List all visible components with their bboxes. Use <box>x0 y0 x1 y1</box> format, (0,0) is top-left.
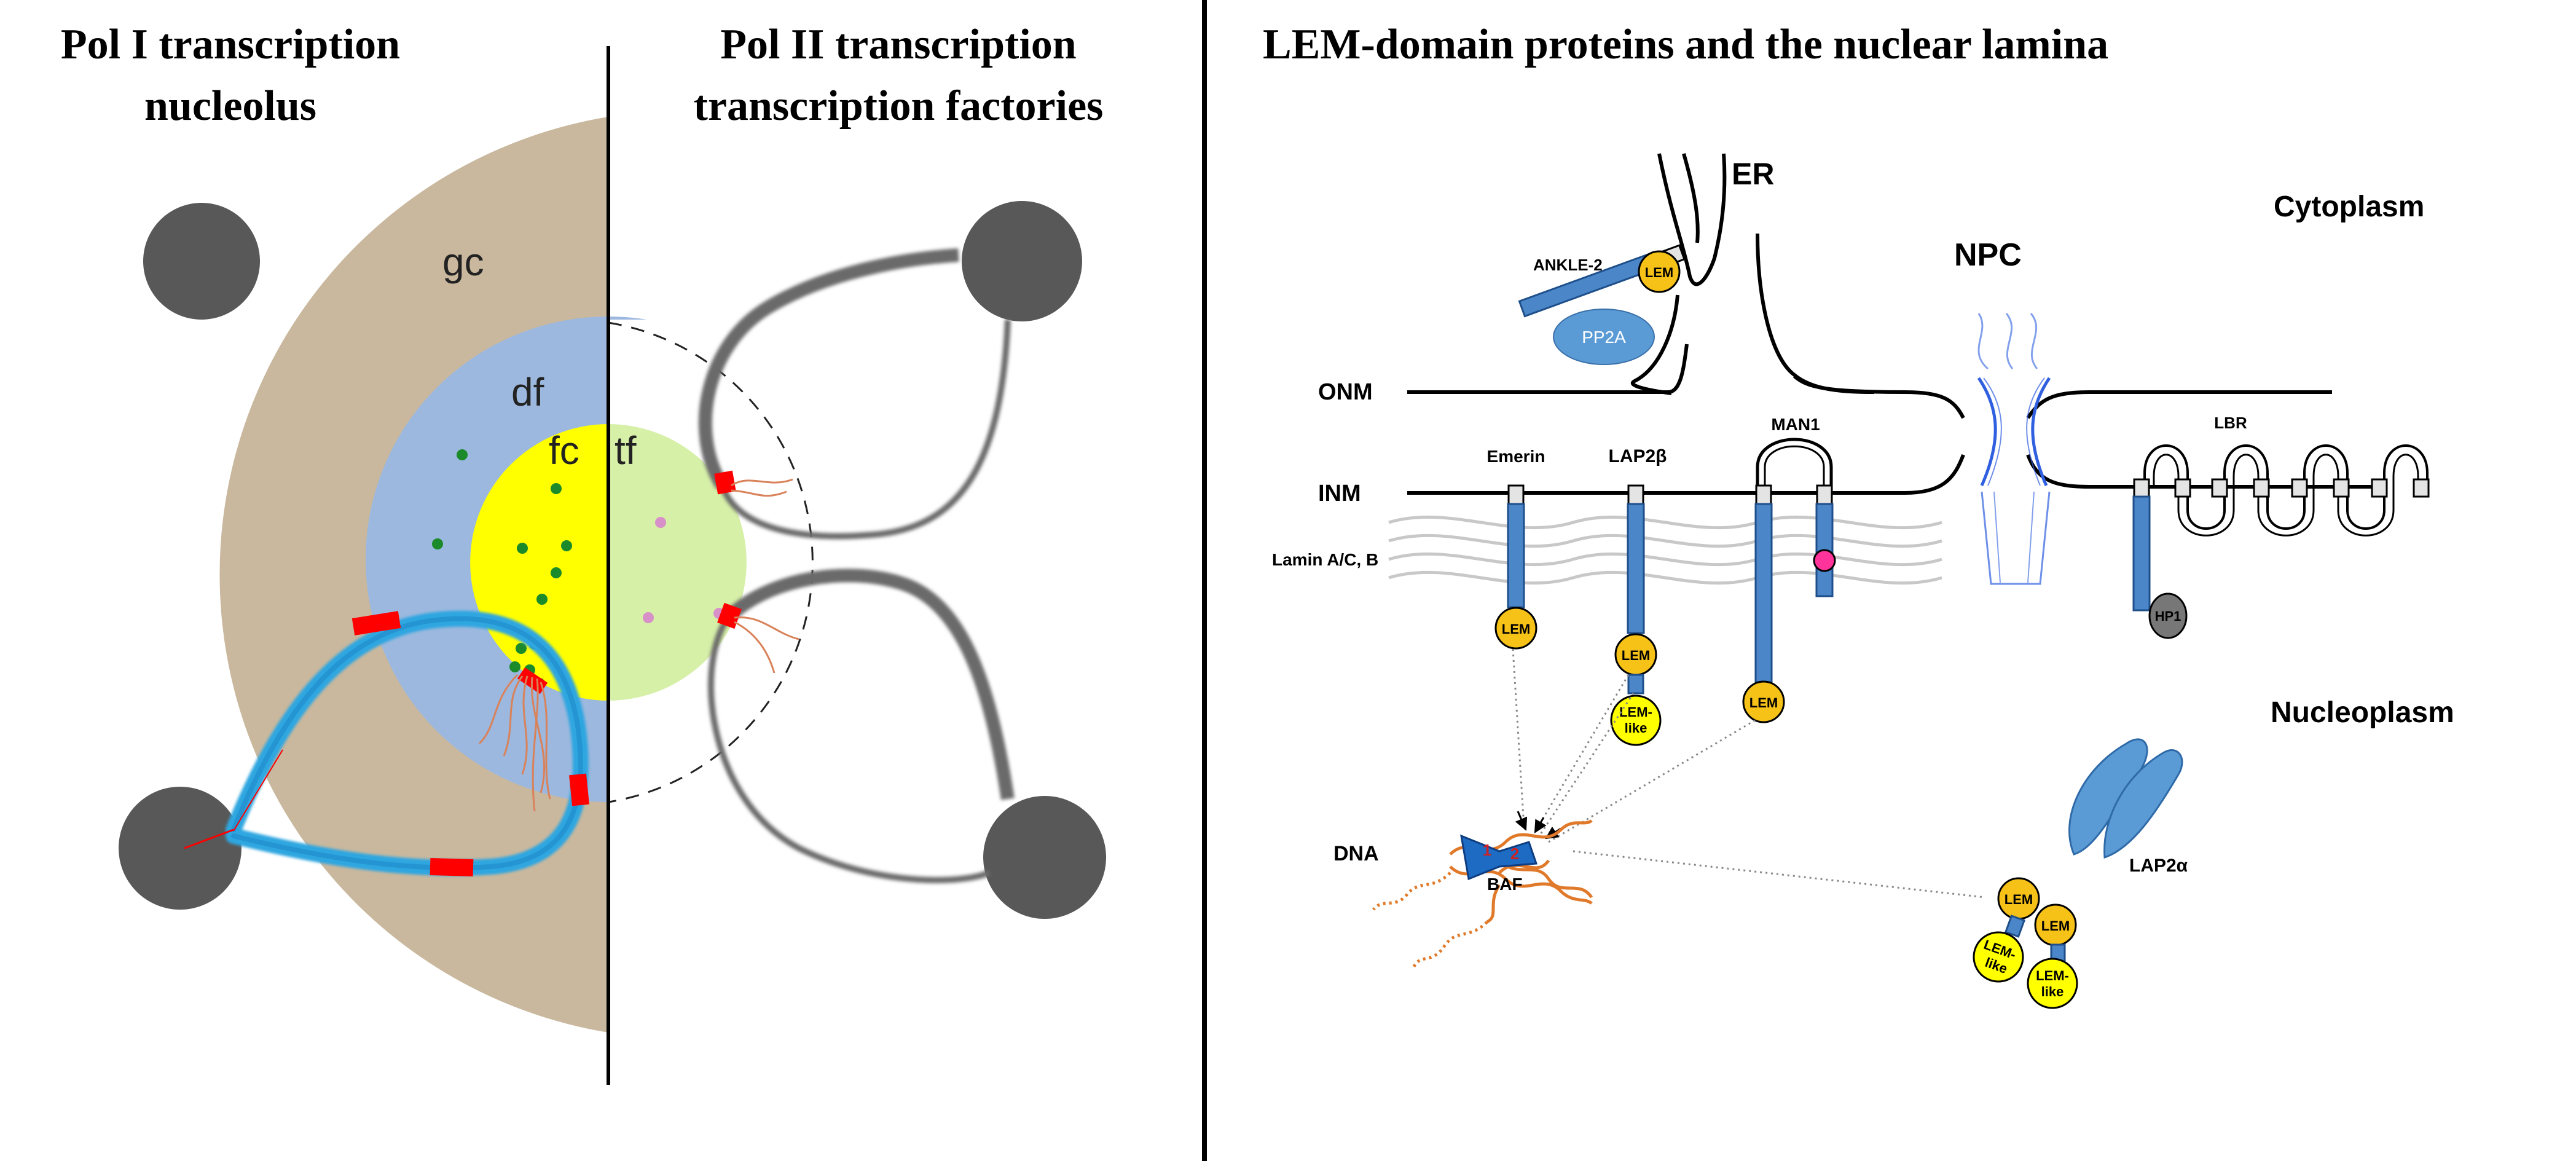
lap2a-label: LAP2α <box>2129 856 2188 876</box>
green-dot <box>457 449 468 460</box>
green-dot <box>516 643 527 654</box>
pol2-title-line1: Pol II transcription <box>720 21 1076 68</box>
er-label: ER <box>1732 157 1774 191</box>
lap2a-lemlike-2a: LEM- <box>2036 968 2069 983</box>
pol2-loops <box>698 248 1015 883</box>
lbr-label: LBR <box>2214 414 2247 432</box>
ankle2-lem-label: LEM <box>1645 265 1673 280</box>
cytoplasm-label: Cytoplasm <box>2274 191 2424 223</box>
label-gc: gc <box>442 240 484 284</box>
green-dot <box>432 538 443 549</box>
anchor-circle <box>143 203 260 320</box>
interaction-lines <box>1512 648 1985 899</box>
emerin-protein <box>1494 484 1537 650</box>
tf-region <box>608 424 747 701</box>
lap2a-lemlike-2b: like <box>2041 984 2064 999</box>
lap2b-protein <box>1610 484 1662 746</box>
rdna-loop <box>184 610 589 876</box>
emerin-lem-label: LEM <box>1502 621 1530 637</box>
pp2a-label: PP2A <box>1582 328 1626 347</box>
man1-protein <box>1742 438 1836 723</box>
lem-title: LEM-domain proteins and the nuclear lami… <box>1263 21 2108 68</box>
left-panel: gc df fc tf Pol I transcription nucleolu… <box>61 21 1106 1085</box>
inm-label: INM <box>1318 481 1361 506</box>
pol1-title-line2: nucleolus <box>144 82 316 130</box>
onm-membrane <box>1407 344 2332 419</box>
lap2b-label: LAP2β <box>1609 446 1667 466</box>
lap2b-lemlike-2: like <box>1625 720 1647 736</box>
baf-protein: 1 2 <box>1460 834 1538 881</box>
anchor-circle <box>119 787 242 910</box>
ankle2-label: ANKLE-2 <box>1533 256 1603 274</box>
pink-dot <box>655 517 666 528</box>
lap2b-lem-label: LEM <box>1622 648 1650 663</box>
svg-text:2: 2 <box>1510 844 1519 863</box>
ankle2-protein <box>1518 244 1686 365</box>
npc <box>1977 313 2051 585</box>
hp1-label: HP1 <box>2155 608 2181 624</box>
lap2a-protein <box>1973 738 2183 1009</box>
anchor-circle <box>983 796 1106 919</box>
svg-text:1: 1 <box>1483 841 1491 859</box>
green-dot <box>561 540 572 551</box>
baf-label: BAF <box>1487 875 1523 894</box>
green-dot <box>551 567 562 578</box>
npc-label: NPC <box>1954 237 2022 273</box>
lap2b-lemlike-1: LEM- <box>1619 704 1652 720</box>
green-dot <box>551 483 562 494</box>
label-fc: fc <box>549 428 579 473</box>
pol1-transcripts <box>478 674 551 812</box>
label-df: df <box>511 370 544 414</box>
pol1-title-line1: Pol I transcription <box>61 21 400 68</box>
pol2-title-line2: transcription factories <box>694 82 1104 130</box>
anchor-circle <box>962 201 1082 321</box>
nuclear-lamina <box>1388 515 1942 585</box>
man1-lem-label: LEM <box>1749 695 1778 710</box>
emerin-label: Emerin <box>1487 447 1545 466</box>
pink-dot <box>643 612 654 623</box>
pol2-transcripts <box>731 478 799 674</box>
nucleoplasm-label: Nucleoplasm <box>2271 696 2454 729</box>
lap2a-lem-2: LEM <box>2041 918 2070 934</box>
onm-label: ONM <box>1318 379 1373 405</box>
lap2a-lem-1: LEM <box>2005 892 2033 907</box>
green-dot <box>509 661 520 672</box>
dna-label: DNA <box>1333 842 1379 865</box>
right-panel: LEM-domain proteins and the nuclear lami… <box>1263 21 2454 1009</box>
label-tf: tf <box>615 428 637 473</box>
man1-label: MAN1 <box>1771 415 1820 434</box>
green-dot <box>536 594 548 605</box>
lamina-label: Lamin A/C, B <box>1272 550 1378 569</box>
lbr-protein <box>2132 444 2430 639</box>
green-dot <box>517 543 528 554</box>
